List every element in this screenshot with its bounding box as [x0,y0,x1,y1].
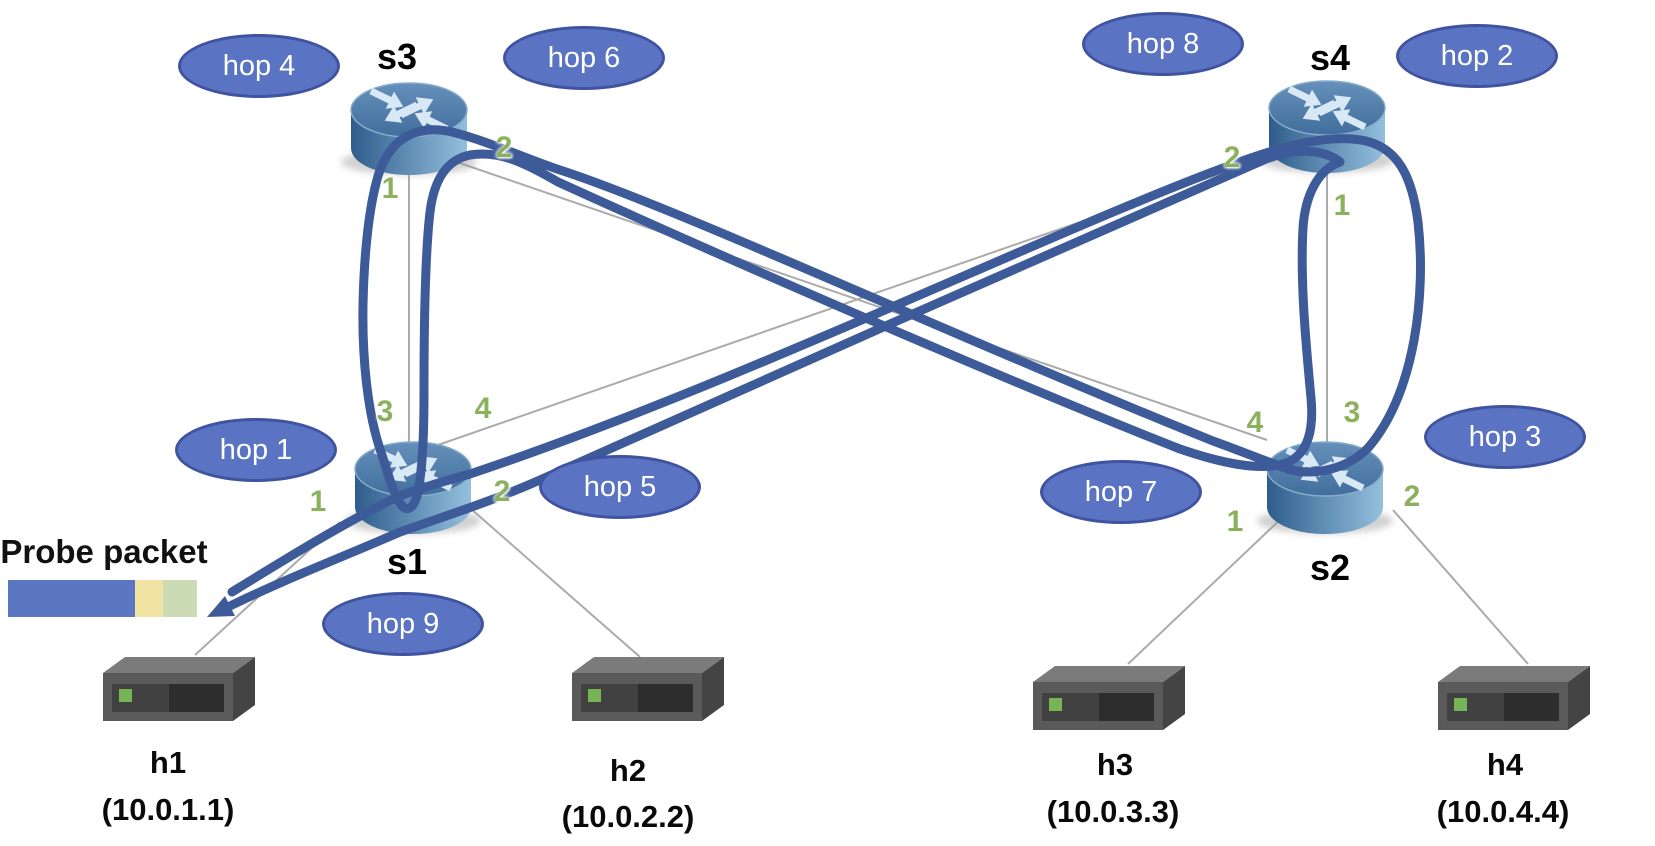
probe-bar-segment-2 [135,580,163,617]
port-s2-1: 1 [1226,505,1244,538]
host-h1-server-icon [103,657,255,721]
host-h3-label: h3 [1096,747,1134,782]
host-h4-server-icon [1438,666,1590,730]
hop-badge-6: hop 6 [503,26,665,90]
hop-badge-1: hop 1 [175,418,337,482]
port-s1-1: 1 [309,485,327,518]
host-h2-ip: (10.0.2.2) [561,799,695,834]
port-s2-2: 2 [1403,480,1421,513]
host-h4-ip: (10.0.4.4) [1436,794,1570,829]
probe-packet-bar [8,580,197,617]
host-h3-server-icon [1033,666,1185,730]
probe-bar-segment-1 [8,580,135,617]
port-s3-1: 1 [381,172,399,205]
probe-path [225,125,1425,611]
port-s4-2: 2 [1223,141,1241,174]
hop-badge-9: hop 9 [322,592,484,656]
probe-arrowhead [207,596,235,617]
port-s1-2: 2 [493,475,511,508]
hop-badge-7: hop 7 [1040,460,1202,524]
port-s3-2: 2 [495,131,513,164]
link-s1-h2 [469,507,641,658]
hop-badge-4: hop 4 [178,34,340,98]
hop-badge-3: hop 3 [1424,405,1586,469]
probe-packet-label: Probe packet [0,533,208,570]
hop-badge-2: hop 2 [1396,24,1558,88]
switch-s2-router-icon [1257,441,1393,534]
host-h2-server-icon [572,657,724,721]
port-s2-4: 4 [1246,406,1264,439]
host-h1-ip: (10.0.1.1) [101,792,235,827]
host-h2-label: h2 [609,753,647,788]
probe-bar-segment-3 [163,580,197,617]
hop-badge-5: hop 5 [539,455,701,519]
link-s2-h3 [1127,514,1286,665]
switch-s1-label: s1 [386,541,428,582]
link-s2-h4 [1392,509,1529,665]
switch-s4-label: s4 [1309,37,1351,78]
port-s1-4: 4 [474,392,492,425]
hop-badge-8: hop 8 [1082,12,1244,76]
switch-s3-label: s3 [376,36,418,77]
host-h3-ip: (10.0.3.3) [1046,794,1180,829]
switch-s2-label: s2 [1309,547,1351,588]
port-s1-3: 3 [376,395,394,428]
link-s2-s3 [444,157,1268,441]
port-s4-1: 1 [1333,189,1351,222]
host-h1-label: h1 [149,745,187,780]
host-h4-label: h4 [1486,747,1524,782]
port-s2-3: 3 [1343,396,1361,429]
